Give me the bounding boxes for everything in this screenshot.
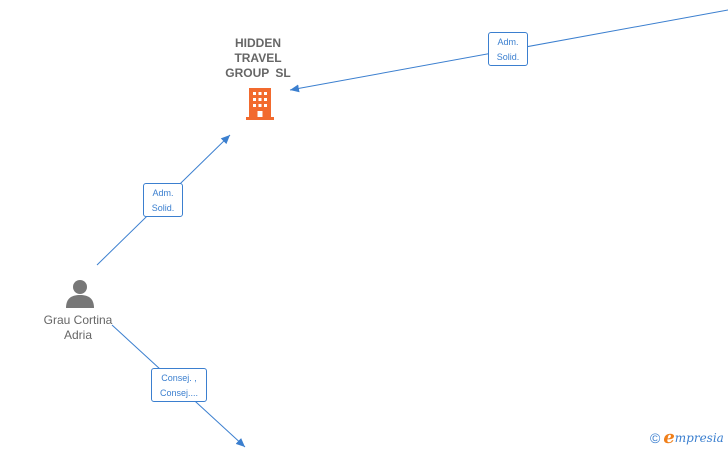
- building-icon[interactable]: [244, 86, 276, 122]
- person-icon[interactable]: [64, 278, 96, 308]
- relation-label-bottom-line1: Consej. ,: [161, 373, 197, 383]
- relation-label-left-line1: Adm.: [152, 188, 174, 198]
- brand-logo: © e mpresia: [650, 428, 724, 448]
- relation-label-left-line2: Solid.: [151, 203, 175, 213]
- person-name-line1: Grau Cortina: [43, 313, 113, 327]
- brand-name: mpresia: [674, 431, 724, 445]
- relation-label-top[interactable]: Adm. Solid.: [488, 32, 528, 66]
- relation-label-left[interactable]: Adm. Solid.: [143, 183, 183, 217]
- relation-label-top-line1: Adm.: [497, 37, 519, 47]
- relation-label-bottom-line2: Consej....: [159, 388, 199, 398]
- relation-label-bottom[interactable]: Consej. , Consej....: [151, 368, 207, 402]
- relation-label-top-line2: Solid.: [496, 52, 520, 62]
- company-name[interactable]: HIDDEN TRAVEL GROUP SL: [225, 36, 291, 80]
- brand-letter: e: [663, 427, 675, 448]
- person-name[interactable]: Grau Cortina Adria: [30, 313, 126, 343]
- person-name-line2: Adria: [63, 328, 92, 342]
- copyright-icon: ©: [650, 430, 661, 446]
